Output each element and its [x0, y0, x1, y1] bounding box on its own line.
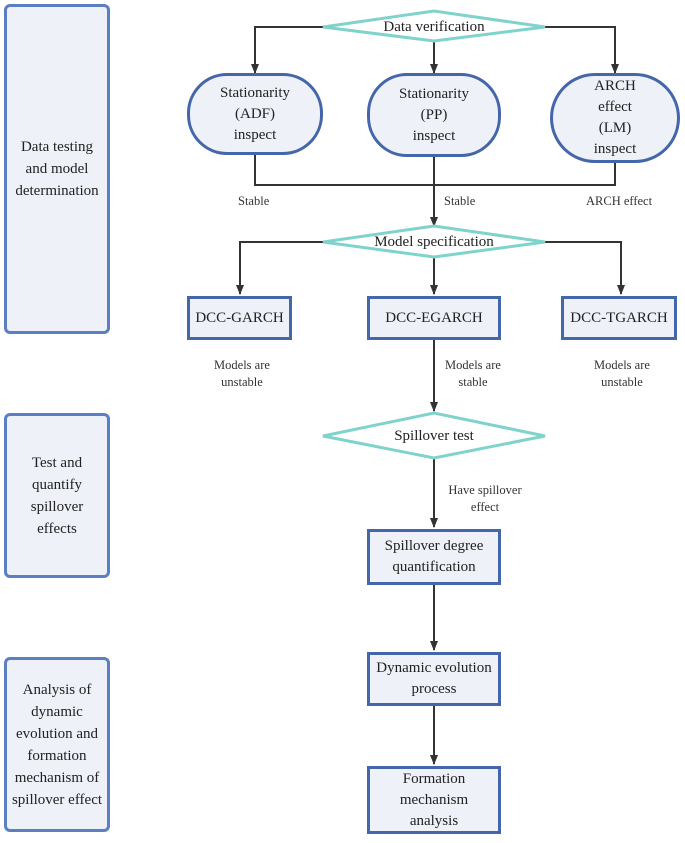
- node-dcc-garch: DCC-GARCH: [187, 296, 292, 340]
- label-have-spillover: Have spillover effect: [448, 483, 522, 514]
- connector-spec-to-garch: [236, 241, 323, 295]
- node-pp-inspect: Stationarity (PP) inspect: [367, 73, 501, 157]
- label-garch-unstable: Models are unstable: [214, 358, 270, 389]
- node-formation-mechanism: Formation mechanism analysis: [367, 766, 501, 834]
- connector-verification-to-arch: [545, 26, 619, 74]
- node-dcc-tgarch: DCC-TGARCH: [561, 296, 677, 340]
- phase-data-testing: Data testing and model determination: [4, 4, 110, 334]
- node-dynamic-evolution: Dynamic evolution process: [367, 652, 501, 706]
- diamond-data-verification: [322, 9, 546, 43]
- node-spillover-degree: Spillover degree quantification: [367, 529, 501, 585]
- connector-adf-merge: [254, 154, 434, 186]
- node-dcc-egarch: DCC-EGARCH: [367, 296, 501, 340]
- label-stable-center: Stable: [444, 194, 476, 208]
- node-adf-inspect: Stationarity (ADF) inspect: [187, 73, 323, 155]
- label-tgarch-unstable: Models are unstable: [594, 358, 650, 389]
- node-arch-inspect: ARCH effect (LM) inspect: [550, 73, 680, 163]
- diamond-model-specification: [322, 224, 546, 259]
- node-data-verification: Data verification: [383, 18, 485, 35]
- phase-test-quantify: Test and quantify spillover effects: [4, 413, 110, 578]
- node-spillover-test: Spillover test: [394, 427, 474, 444]
- node-model-specification: Model specification: [374, 233, 494, 250]
- diamond-spillover-test: [322, 411, 546, 460]
- connector-arch-merge: [434, 162, 616, 186]
- label-egarch-stable: Models are stable: [445, 358, 501, 389]
- label-stable-left: Stable: [238, 194, 270, 208]
- label-arch-effect: ARCH effect: [586, 194, 653, 208]
- connector-spec-to-tgarch: [545, 241, 625, 295]
- connector-verification-to-adf: [251, 26, 323, 74]
- phase-dynamic-analysis: Analysis of dynamic evolution and format…: [4, 657, 110, 832]
